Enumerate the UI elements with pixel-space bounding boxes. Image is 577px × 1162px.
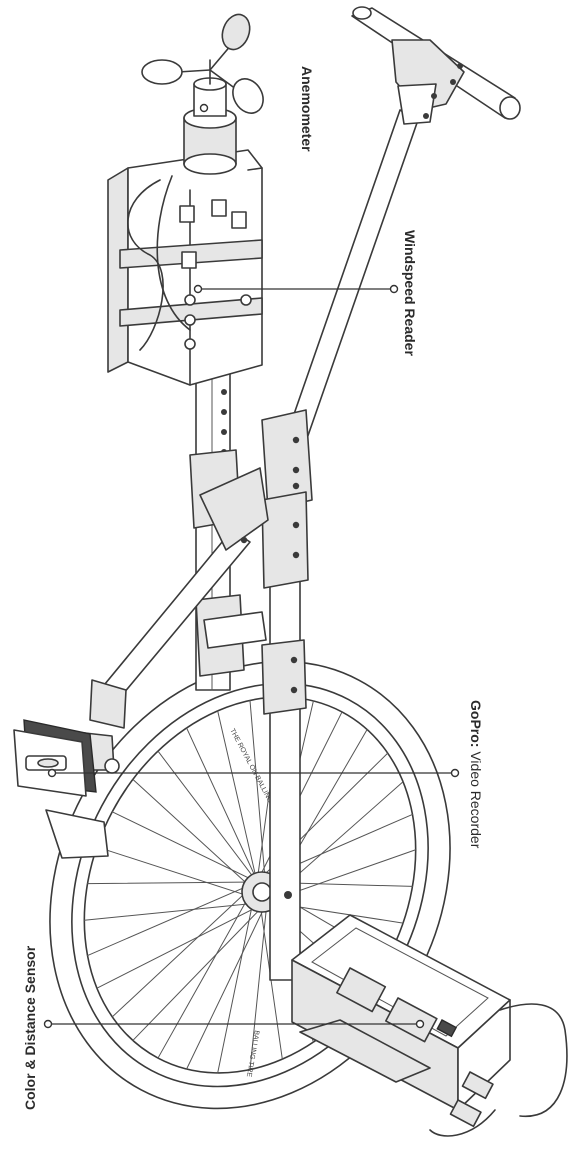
- wheel-spoke: [217, 710, 258, 883]
- label-color-distance-sensor-text: Color & Distance Sensor: [22, 945, 38, 1110]
- wheel-spoke: [96, 846, 268, 903]
- anemometer-device: [141, 13, 264, 175]
- wheel-spoke: [87, 881, 258, 957]
- callout-leaders: [43, 103, 460, 1029]
- wheel-spoke: [83, 901, 268, 921]
- wheel-spoke: [217, 881, 258, 1074]
- windspeed-reader: [107, 149, 263, 386]
- label-anemometer: Anemometer: [299, 66, 315, 152]
- wheel-spoke: [249, 901, 268, 1071]
- wheel-spoke: [111, 881, 258, 1018]
- front-tube: [261, 409, 313, 981]
- gopro-camera: [13, 719, 120, 859]
- wheel-spoke: [186, 901, 268, 1070]
- wheel-spoke: [96, 901, 268, 989]
- wheel-spoke: [157, 881, 258, 1059]
- push-handle: [277, 6, 521, 471]
- label-gopro: GoPro: Video Recorder: [468, 700, 484, 848]
- label-color-distance-sensor: Color & Distance Sensor: [22, 946, 38, 1110]
- label-gopro-bold: GoPro:: [468, 700, 484, 748]
- label-windspeed-reader: Windspeed Reader: [402, 230, 418, 356]
- wheel-spoke: [132, 901, 268, 1041]
- color-distance-sensor: [291, 914, 568, 1137]
- wheel-spoke: [87, 881, 258, 885]
- label-gopro-rest: Video Recorder: [468, 747, 484, 849]
- gopro-arm: [89, 467, 269, 729]
- label-anemometer-text: Anemometer: [299, 66, 315, 152]
- label-windspeed-reader-text: Windspeed Reader: [402, 230, 418, 356]
